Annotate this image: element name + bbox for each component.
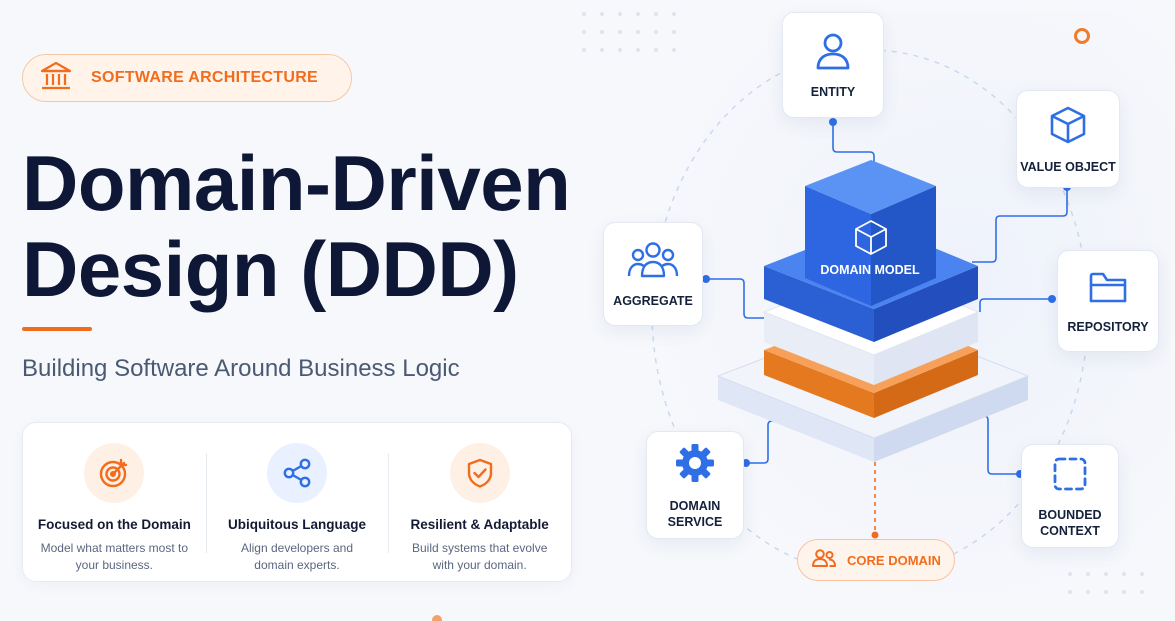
dot-grid-bottom: [1068, 572, 1144, 594]
connector-entity: [832, 121, 875, 170]
node-value-object: VALUE OBJECT: [1016, 90, 1120, 188]
folder-icon: [1087, 268, 1129, 311]
title-line-2: Design (DDD): [22, 225, 519, 313]
node-label: AGGREGATE: [613, 293, 693, 308]
core-domain-label: CORE DOMAIN: [847, 552, 941, 568]
connector-domain-service: [746, 420, 790, 464]
feature-description: Build systems that evolve with your doma…: [411, 541, 548, 572]
node-label: DOMAIN SERVICE: [667, 498, 723, 529]
orange-ring-decoration: [1074, 28, 1090, 44]
user-icon: [812, 31, 854, 76]
category-tag: SOFTWARE ARCHITECTURE: [22, 54, 352, 102]
target-icon: [84, 443, 145, 503]
node-entity: ENTITY: [782, 12, 884, 118]
accent-divider: [22, 327, 92, 331]
connector-bounded-context: [960, 415, 1020, 475]
node-repository: REPOSITORY: [1057, 250, 1159, 352]
node-domain-service: DOMAIN SERVICE: [646, 431, 744, 539]
core-connector-dot: [871, 531, 879, 539]
feature-description: Align developers and domain experts.: [240, 541, 354, 572]
feature-resilient-adaptable: Resilient & Adaptable Build systems that…: [388, 423, 571, 581]
bank-building-icon: [39, 60, 73, 97]
connector-value-object: [972, 187, 1068, 263]
node-bounded-context: BOUNDED CONTEXT: [1021, 444, 1119, 548]
page-subtitle: Building Software Around Business Logic: [22, 355, 460, 382]
connector-repository: [979, 298, 1052, 312]
cube-outline-icon: [855, 220, 887, 255]
feature-title: Focused on the Domain: [37, 517, 191, 532]
box-3d-icon: [1047, 104, 1089, 151]
domain-model-label: DOMAIN MODEL: [820, 263, 920, 277]
group-users-icon: [626, 240, 680, 285]
connector-aggregate: [706, 278, 772, 319]
users-icon: [811, 548, 837, 573]
gear-icon: [673, 441, 717, 490]
shield-check-icon: [449, 443, 510, 503]
node-label: ENTITY: [810, 84, 856, 99]
feature-ubiquitous-language: Ubiquitous Language Align developers and…: [205, 423, 389, 581]
feature-title: Ubiquitous Language: [228, 517, 366, 532]
node-label: VALUE OBJECT: [1020, 159, 1116, 174]
feature-focused-domain: Focused on the Domain Model what matters…: [23, 423, 206, 581]
feature-title: Resilient & Adaptable: [410, 517, 549, 532]
dot-grid-top: [582, 12, 676, 52]
share-nodes-icon: [267, 443, 327, 503]
node-label: REPOSITORY: [1067, 319, 1149, 334]
title-line-1: Domain-Driven: [22, 139, 571, 227]
node-label: BOUNDED CONTEXT: [1038, 507, 1102, 538]
category-tag-label: SOFTWARE ARCHITECTURE: [91, 69, 319, 86]
domain-model-cube: [805, 160, 936, 306]
feature-description: Model what matters most to your business…: [40, 541, 189, 572]
orange-dot-decoration: [432, 615, 442, 621]
connectors: [706, 121, 1068, 475]
dashed-square-icon: [1050, 454, 1090, 499]
node-aggregate: AGGREGATE: [603, 222, 703, 326]
core-domain-pill: CORE DOMAIN: [797, 539, 955, 581]
page-title: Domain-Driven Design (DDD): [22, 140, 622, 312]
features-card: Focused on the Domain Model what matters…: [22, 422, 572, 582]
